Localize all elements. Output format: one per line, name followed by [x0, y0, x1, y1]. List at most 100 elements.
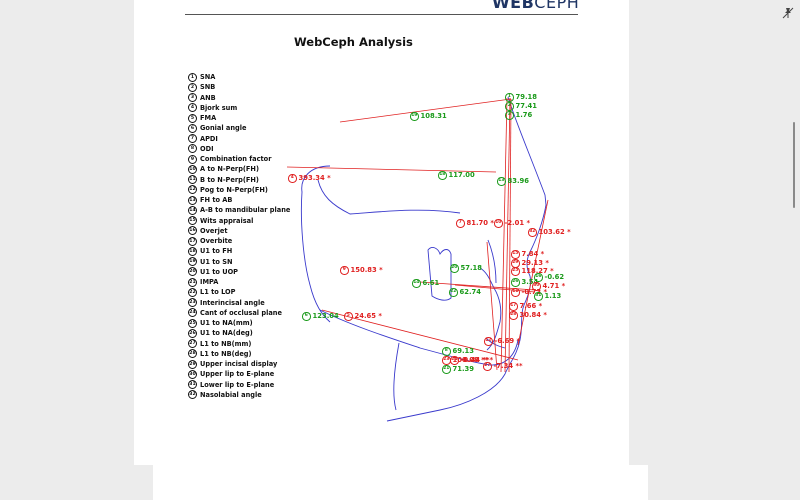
pin-off-glyph [782, 7, 794, 19]
legend-label: SNA [200, 73, 216, 81]
legend-number: 17 [188, 236, 197, 246]
legend-number: 16 [188, 226, 197, 236]
measurement-number: 15 [511, 250, 520, 259]
legend-number: 22 [188, 287, 197, 297]
logo-text-light: CEPH [534, 0, 580, 12]
mandibular-plane [321, 309, 519, 361]
legend-number: 10 [188, 164, 197, 174]
legend-number: 4 [188, 103, 197, 113]
measurement-value: 7.84 * [521, 250, 545, 259]
measurement-value: 4.71 * [542, 282, 566, 291]
measurement-label: 27-7.34 ** [483, 362, 523, 371]
legend-number: 7 [188, 134, 197, 144]
measurement-value: 6.61 [422, 279, 440, 288]
measurement-number: 22 [449, 288, 458, 297]
legend-number: 13 [188, 195, 197, 205]
measurement-number: 24 [450, 356, 459, 365]
legend-number: 25 [188, 318, 197, 328]
measurement-value: 77.41 [515, 102, 538, 111]
measurement-value: 81.70 * [466, 219, 494, 228]
legend-number: 19 [188, 257, 197, 267]
legend-label: Cant of occlusal plane [200, 308, 282, 317]
legend-label: L1 to LOP [200, 288, 236, 297]
measurement-number: 30 [532, 282, 541, 291]
measurement-value: 69.13 [452, 347, 475, 356]
measurement-number: 1 [505, 93, 514, 102]
measurement-number: 27 [483, 362, 492, 371]
molar-outline [427, 247, 452, 301]
measurement-number: 2 [505, 102, 514, 111]
measurement-value: 1.76 [515, 111, 533, 120]
legend-label: ANB [200, 93, 216, 102]
measurement-label: 24-0.44 *** [450, 356, 493, 365]
measurement-value: 108.31 [420, 112, 447, 121]
legend-label: U1 to FH [200, 247, 233, 256]
measurement-label: 12-6.69 * [484, 337, 520, 346]
measurement-value: 79.18 [515, 93, 538, 102]
legend-label: IMPA [200, 278, 219, 286]
cranial-outline [300, 165, 331, 323]
measurement-number: 3 [505, 111, 514, 120]
vertical-scrollbar[interactable] [793, 122, 795, 208]
legend-label: Overbite [200, 237, 233, 245]
measurement-number: 4 [288, 174, 297, 183]
legend-label: Nasolabial angle [200, 390, 262, 399]
measurement-number: 19 [410, 112, 419, 121]
pin-off-icon[interactable] [779, 4, 797, 22]
measurement-value: 83.96 [507, 177, 530, 186]
legend-label: A-B to mandibular plane [200, 206, 291, 215]
measurement-number: 7 [456, 219, 465, 228]
reference-lines [286, 97, 549, 373]
measurement-number: 9 [340, 266, 349, 275]
measurement-number: 31 [534, 292, 543, 301]
measurement-value: 3.54 [521, 278, 539, 287]
webceph-logo: WEBCEPH [492, 0, 579, 12]
legend-label: U1 to NA(deg) [200, 329, 253, 338]
legend-label: Gonial angle [200, 124, 247, 133]
measurement-value: -0.62 [544, 273, 565, 282]
legend-label: Upper incisal display [200, 360, 278, 368]
legend-number: 15 [188, 216, 197, 226]
legend-number: 2 [188, 82, 197, 92]
legend-label: B to N-Perp(FH) [200, 175, 259, 184]
legend-label: U1 to UOP [200, 267, 239, 276]
legend-label: Overjet [200, 226, 228, 235]
incisor-root [487, 239, 497, 284]
measurement-number: 10 [494, 219, 503, 228]
measurement-number: 11 [511, 288, 520, 297]
incisor-outline [479, 267, 502, 351]
logo-text-bold: WEB [492, 0, 535, 12]
legend-number: 27 [188, 339, 197, 349]
measurement-number: 16 [534, 273, 543, 282]
legend-number: 20 [188, 267, 197, 277]
legend-number: 30 [188, 369, 197, 379]
measurement-value: 100.08 ** [452, 356, 489, 365]
legend-label: Upper lip to E-plane [200, 370, 275, 379]
legend-number: 28 [188, 349, 197, 359]
legend-number: 18 [188, 246, 197, 256]
legend-label: Lower lip to E-plane [200, 380, 275, 389]
